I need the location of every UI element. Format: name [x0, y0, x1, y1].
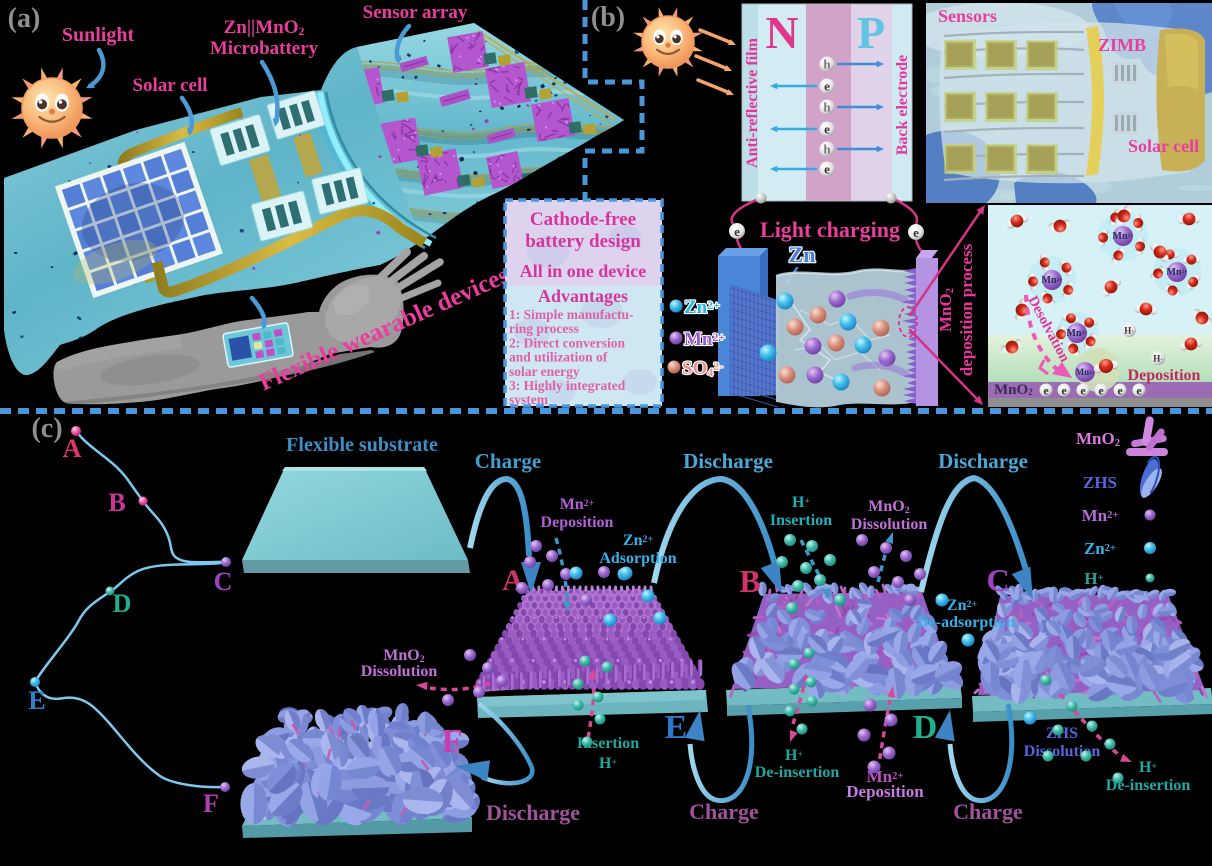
svg-text:Deposition: Deposition — [541, 514, 614, 531]
svg-text:H+: H+ — [785, 747, 803, 764]
svg-text:B: B — [108, 488, 125, 517]
svg-text:H+: H+ — [599, 755, 617, 772]
svg-text:system: system — [509, 392, 549, 407]
svg-text:De-adsorption: De-adsorption — [917, 614, 1015, 631]
svg-text:H+: H+ — [1153, 354, 1163, 364]
svg-text:ZIMB: ZIMB — [1098, 35, 1146, 55]
svg-text:Insertion: Insertion — [577, 735, 639, 752]
svg-text:Charge: Charge — [953, 799, 1023, 824]
svg-text:e: e — [1098, 384, 1104, 398]
svg-text:Zn2+: Zn2+ — [623, 532, 654, 549]
svg-text:Solar cell: Solar cell — [132, 75, 207, 96]
svg-text:ZHS: ZHS — [1083, 473, 1117, 492]
svg-text:ring process: ring process — [509, 321, 579, 336]
svg-text:h: h — [823, 142, 831, 157]
svg-text:e: e — [824, 79, 830, 94]
svg-text:Mn2+: Mn2+ — [1167, 267, 1188, 278]
svg-text:P: P — [857, 7, 885, 58]
svg-text:Back electrode: Back electrode — [894, 55, 911, 156]
svg-text:Charge: Charge — [689, 799, 759, 824]
svg-text:De-insertion: De-insertion — [1106, 777, 1191, 794]
svg-text:h: h — [823, 100, 831, 115]
svg-text:Dissolution: Dissolution — [851, 516, 928, 533]
svg-text:H+: H+ — [792, 494, 810, 511]
svg-text:F: F — [442, 723, 463, 760]
svg-text:Zn2+: Zn2+ — [947, 597, 978, 614]
svg-text:Zn: Zn — [789, 242, 816, 267]
svg-text:Light charging: Light charging — [760, 217, 900, 242]
svg-text:e: e — [734, 224, 740, 239]
svg-text:C: C — [214, 567, 233, 596]
svg-text:Sensors: Sensors — [938, 6, 997, 26]
svg-text:Zn2+: Zn2+ — [1084, 539, 1116, 558]
svg-text:Mn2+: Mn2+ — [1082, 506, 1119, 525]
svg-text:H+: H+ — [1084, 569, 1103, 588]
svg-text:MnO2: MnO2 — [383, 647, 424, 665]
svg-text:Zn||MnO2: Zn||MnO2 — [224, 17, 305, 38]
svg-text:H+: H+ — [1124, 326, 1134, 336]
svg-text:E: E — [665, 709, 688, 746]
svg-text:MnO2: MnO2 — [994, 382, 1033, 398]
svg-text:D: D — [113, 589, 132, 618]
svg-text:Advantages: Advantages — [538, 286, 628, 306]
svg-text:Adsorption: Adsorption — [599, 550, 676, 567]
svg-text:Anti-reflective film: Anti-reflective film — [744, 37, 761, 168]
svg-text:Flexible substrate: Flexible substrate — [286, 434, 438, 456]
svg-text:Mn2+: Mn2+ — [1113, 231, 1134, 242]
svg-text:C: C — [986, 562, 1009, 598]
svg-text:All in one device: All in one device — [520, 261, 647, 281]
svg-text:e: e — [1043, 384, 1049, 398]
svg-text:Sensor array: Sensor array — [363, 2, 468, 23]
svg-text:Sunlight: Sunlight — [62, 24, 135, 46]
svg-text:MnO2: MnO2 — [936, 288, 956, 332]
svg-text:Discharge: Discharge — [683, 449, 773, 473]
svg-text:(a): (a) — [8, 3, 41, 34]
svg-text:(c): (c) — [31, 413, 62, 444]
svg-text:Charge: Charge — [475, 449, 542, 473]
svg-text:A: A — [63, 434, 82, 463]
svg-text:2: Direct conversion: 2: Direct conversion — [509, 335, 625, 350]
svg-text:(b): (b) — [591, 2, 625, 33]
svg-text:e: e — [1117, 384, 1123, 398]
svg-text:Dissolution: Dissolution — [361, 663, 438, 680]
svg-text:MnO2: MnO2 — [1076, 429, 1120, 449]
svg-text:MnO2: MnO2 — [868, 498, 909, 516]
svg-text:De-insertion: De-insertion — [755, 764, 840, 781]
svg-text:Cathode-free: Cathode-free — [530, 209, 636, 230]
svg-text:e: e — [913, 225, 919, 240]
svg-text:deposition process: deposition process — [957, 243, 976, 376]
svg-text:and utilization of: and utilization of — [509, 350, 608, 365]
svg-text:h: h — [823, 57, 831, 72]
svg-text:e: e — [1136, 384, 1142, 398]
svg-text:Microbattery: Microbattery — [210, 38, 319, 59]
svg-text:H+: H+ — [1139, 759, 1157, 776]
svg-text:Deposition: Deposition — [1128, 367, 1201, 384]
svg-text:E: E — [28, 686, 45, 715]
svg-text:B: B — [739, 563, 760, 599]
svg-text:e: e — [1061, 384, 1067, 398]
svg-text:D: D — [913, 709, 938, 746]
svg-text:N: N — [765, 7, 798, 58]
svg-text:Deposition: Deposition — [846, 782, 924, 801]
svg-text:solar energy: solar energy — [509, 364, 580, 379]
svg-text:1: Simple manufactu-: 1: Simple manufactu- — [509, 307, 634, 322]
svg-text:Mn2+: Mn2+ — [1076, 367, 1095, 377]
svg-text:e: e — [824, 162, 830, 177]
svg-text:3: Highly integrated: 3: Highly integrated — [509, 378, 626, 393]
svg-text:Mn2+: Mn2+ — [1042, 275, 1063, 286]
svg-text:Mn2+: Mn2+ — [1067, 328, 1088, 339]
svg-text:Discharge: Discharge — [486, 800, 580, 825]
svg-text:Insertion: Insertion — [770, 512, 832, 529]
svg-text:e: e — [1080, 384, 1086, 398]
svg-text:battery design: battery design — [525, 231, 641, 252]
svg-text:Solar cell: Solar cell — [1128, 136, 1199, 156]
svg-text:Mn2+: Mn2+ — [560, 496, 595, 513]
svg-text:Discharge: Discharge — [938, 449, 1028, 473]
svg-text:F: F — [203, 789, 219, 818]
svg-text:e: e — [824, 122, 830, 137]
